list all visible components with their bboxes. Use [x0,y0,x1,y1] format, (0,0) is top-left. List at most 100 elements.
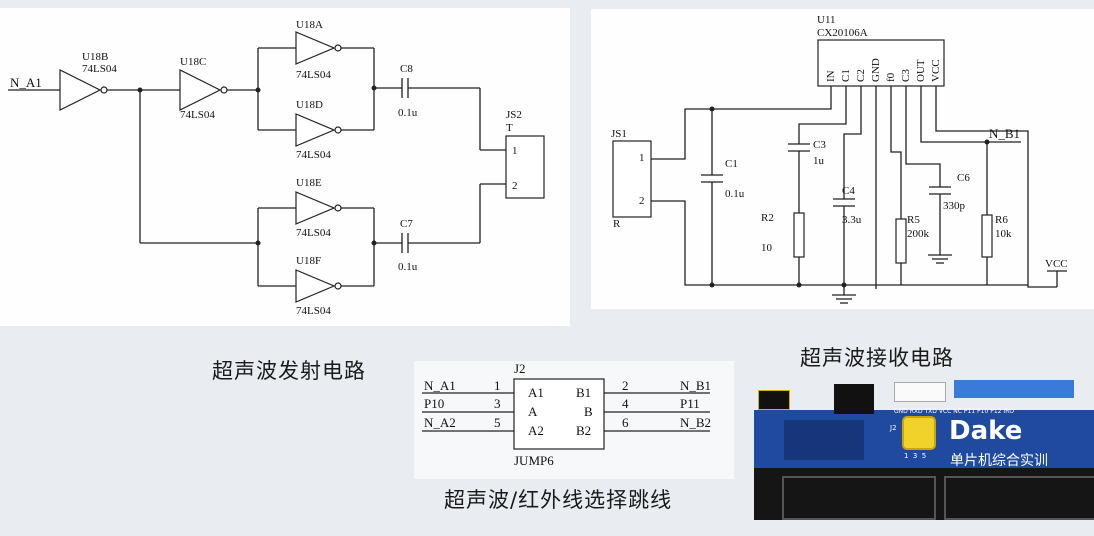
receive-schematic: U11 CX20106A IN C1 C2 GND f0 C3 OUT VCC … [611,14,1068,304]
capacitor-c1: C1 0.1u [701,109,745,285]
net-label-in: N_A1 [10,75,42,90]
u18e-ref: U18E [296,177,322,189]
capacitor-c6: C6 330p [928,172,970,264]
j2-pin-6: 6 [622,415,629,430]
j2-left-net-1: N_A1 [424,378,456,393]
r5-value: 200k [907,228,930,240]
ground-symbol-main [832,285,856,304]
header-black [834,384,874,414]
yellow-button [904,418,934,448]
u18a-ref: U18A [296,19,323,31]
u11-pin-c2: C2 [855,69,867,82]
inverter-u18f: U18F 74LS04 [295,255,342,317]
c7-ref: C7 [400,218,413,230]
u18b-part: 74LS04 [82,63,117,75]
r5-ref: R5 [907,214,920,226]
board-brand: Dake [949,416,1023,446]
u11-pin-in: IN [825,70,837,82]
jumper-panel: J2 JUMP6 N_A1 P10 N_A2 1 3 5 A1 A A2 B1 … [414,361,734,479]
js1-suffix: R [613,218,621,230]
capacitor-c3: C3 1u [788,139,826,213]
header-blue [954,380,1074,398]
r2-value: 10 [761,242,773,254]
j2-pin-4: 4 [622,396,629,411]
u18d-part: 74LS04 [296,149,331,161]
capacitor-c7: C7 0.1u [398,218,418,273]
jumper-schematic: J2 JUMP6 N_A1 P10 N_A2 1 3 5 A1 A A2 B1 … [422,361,711,468]
transmit-circuit-panel: N_A1 U18B 74LS04 U18C 74LS04 U18A 74LS04… [0,8,570,326]
header-yellow [758,390,790,410]
u11-ref: U11 [817,14,836,26]
c1-value: 0.1u [725,188,745,200]
u11-pin-out: OUT [915,59,927,82]
j2-part: JUMP6 [514,453,554,468]
j2-inner-a: A [528,404,538,419]
u11-part: CX20106A [817,27,868,39]
net-label-out: N_B1 [989,126,1020,141]
u11-pin-vcc: VCC [930,59,942,82]
inverter-u18b: U18B 74LS04 [59,51,117,111]
u18b-ref: U18B [82,51,108,63]
capacitor-c4: C4 3.3u [833,185,862,285]
c8-value: 0.1u [398,107,418,119]
c6-value: 330p [943,200,966,212]
capacitor-c8: C8 0.1u [398,63,418,119]
seven-seg-display [754,468,1094,520]
r2-ref: R2 [761,212,774,224]
c4-ref: C4 [842,185,855,197]
u18f-part: 74LS04 [296,305,331,317]
j2-right-net-3: N_B2 [680,415,711,430]
js2-pin2: 2 [512,180,518,192]
j2-inner-b2: B2 [576,423,591,438]
c1-ref: C1 [725,158,738,170]
c3-value: 1u [813,155,825,167]
connector-js2: JS2 T 1 2 [505,109,545,199]
c6-ref: C6 [957,172,970,184]
js2-suffix: T [506,122,513,134]
js1-ref: JS1 [611,128,627,140]
vcc-symbol: VCC [1045,258,1068,287]
u11-pin-c3: C3 [900,69,912,82]
vcc-label: VCC [1045,258,1068,270]
board-components [784,420,864,460]
inverter-u18e: U18E 74LS04 [295,177,342,239]
j2-right-net-1: N_B1 [680,378,711,393]
js2-ref: JS2 [506,109,522,121]
u18f-ref: U18F [296,255,321,267]
board-photo: GND RXD TXD VCC NC P11 P10 P12 IRO J2 1 … [754,370,1094,520]
u11-pin-gnd: GND [870,58,882,82]
u11-pin-f0: f0 [885,72,897,82]
c3-ref: C3 [813,139,826,151]
board-jumper-pins: 1 3 5 [904,452,927,460]
j2-inner-a2: A2 [528,423,544,438]
inverter-u18d: U18D 74LS04 [295,99,342,161]
inverter-u18c: U18C 74LS04 [179,56,228,121]
connector-js1: JS1 R 1 2 [611,128,652,230]
j2-pin-1: 1 [494,378,501,393]
j2-right-net-2: P11 [680,396,700,411]
resistor-r2: R2 10 [761,212,805,285]
c7-value: 0.1u [398,261,418,273]
inverter-u18a: U18A 74LS04 [295,19,342,81]
j2-pin-3: 3 [494,396,501,411]
resistor-r6: R6 10k [981,142,1012,285]
connector-white [894,382,946,402]
r6-ref: R6 [995,214,1008,226]
j2-pin-2: 2 [622,378,629,393]
j2-left-net-2: P10 [424,396,444,411]
receive-caption: 超声波接收电路 [800,346,954,370]
u18e-part: 74LS04 [296,227,331,239]
jumper-caption: 超声波/红外线选择跳线 [444,488,673,512]
resistor-r5: R5 200k [895,214,930,285]
board-j2-label: J2 [890,424,897,432]
header-silkscreen: GND RXD TXD VCC NC P11 P10 P12 IRO [894,408,1015,415]
board-subtitle: 单片机综合实训 [950,453,1048,469]
j2-ref: J2 [514,361,526,376]
js1-pin1: 1 [639,152,645,164]
c4-value: 3.3u [842,214,862,226]
u18c-part: 74LS04 [180,109,215,121]
j2-left-net-3: N_A2 [424,415,456,430]
js2-pin1: 1 [512,145,518,157]
transmit-caption: 超声波发射电路 [212,359,366,383]
ic-u11: U11 CX20106A IN C1 C2 GND f0 C3 OUT VCC [817,14,945,87]
